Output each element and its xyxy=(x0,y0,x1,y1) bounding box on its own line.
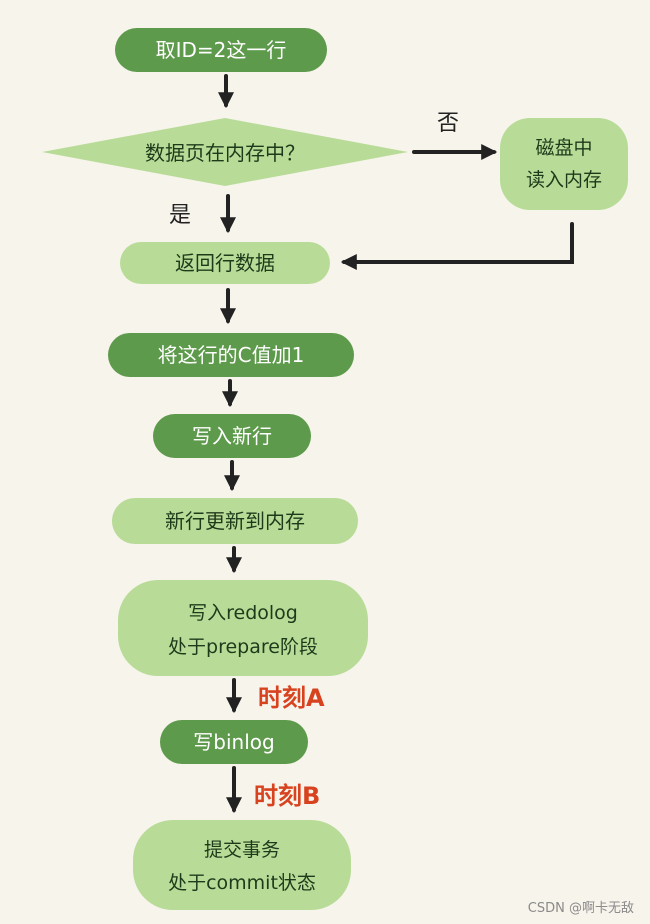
node-commit-line1: 提交事务 xyxy=(204,839,280,861)
node-disk-read-line2: 读入内存 xyxy=(526,169,602,191)
watermark-text: CSDN @啊卡无敌 xyxy=(528,901,634,916)
node-redolog-prepare: 写入redolog 处于prepare阶段 xyxy=(118,580,368,676)
node-write-binlog-label: 写binlog xyxy=(193,730,274,754)
edge-label-moment-a: 时刻A xyxy=(258,684,325,712)
arrow-disk-to-return xyxy=(340,222,574,270)
node-disk-read-line1: 磁盘中 xyxy=(535,137,592,159)
node-commit-line2: 处于commit状态 xyxy=(168,872,316,894)
node-update-memory: 新行更新到内存 xyxy=(112,498,358,544)
node-fetch-row: 取ID=2这一行 xyxy=(115,28,327,72)
node-commit: 提交事务 处于commit状态 xyxy=(133,820,351,910)
edge-label-moment-b: 时刻B xyxy=(254,782,320,810)
node-redolog-line1: 写入redolog xyxy=(188,602,298,624)
node-return-row-label: 返回行数据 xyxy=(175,251,275,275)
node-write-binlog: 写binlog xyxy=(160,720,308,764)
node-update-memory-label: 新行更新到内存 xyxy=(165,509,305,533)
node-redolog-line2: 处于prepare阶段 xyxy=(168,636,318,658)
node-write-new-row-label: 写入新行 xyxy=(192,424,272,448)
node-in-memory-label: 数据页在内存中？ xyxy=(145,141,305,165)
node-add-one: 将这行的C值加1 xyxy=(108,333,354,377)
edge-label-yes: 是 xyxy=(169,203,191,228)
node-add-one-label: 将这行的C值加1 xyxy=(158,343,305,367)
node-fetch-row-label: 取ID=2这一行 xyxy=(156,38,287,62)
node-disk-read: 磁盘中 读入内存 xyxy=(500,118,628,210)
edge-label-no: 否 xyxy=(437,111,459,136)
node-in-memory-decision: 数据页在内存中？ xyxy=(42,118,408,186)
node-write-new-row: 写入新行 xyxy=(153,414,311,458)
node-return-row: 返回行数据 xyxy=(120,242,330,284)
